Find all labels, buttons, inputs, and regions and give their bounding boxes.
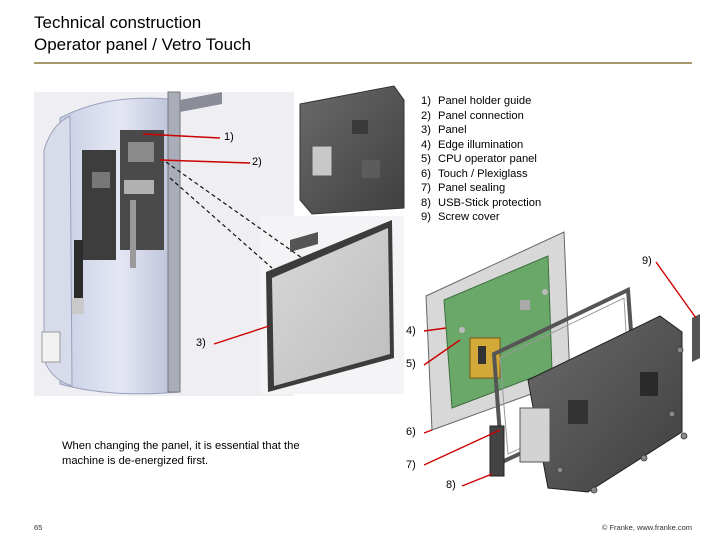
callout-7: 7): [406, 459, 416, 471]
parts-list-number: 8): [421, 196, 431, 209]
callout-4: 4): [406, 325, 416, 337]
parts-list-number: 5): [421, 153, 431, 165]
parts-list-number: 7): [421, 182, 431, 194]
parts-list-label: Panel connection: [438, 109, 524, 122]
parts-list-number: 3): [421, 124, 431, 136]
callout-6: 6): [406, 426, 416, 438]
parts-list-label: CPU operator panel: [438, 153, 537, 165]
page-title: Technical construction Operator panel / …: [34, 12, 251, 56]
callout-1: 1): [224, 131, 234, 143]
exploded-assembly-drawing: [425, 231, 700, 494]
assembly-dashed-lines: [165, 161, 303, 269]
parts-list-item: 4) Edge illumination: [421, 138, 541, 153]
callout-9: 9): [642, 255, 652, 267]
title-line-2: Operator panel / Vetro Touch: [34, 35, 252, 54]
parts-list-label: Touch / Plexiglass: [438, 167, 528, 180]
panel-front-drawing: [260, 216, 404, 394]
copyright-notice: © Franke, www.franke.com: [601, 523, 692, 532]
parts-list-number: 2): [421, 109, 431, 122]
parts-list-label: Panel: [438, 124, 467, 136]
parts-list-number: 9): [421, 211, 431, 223]
parts-list-number: 4): [421, 138, 431, 151]
panel-rear-drawing: [299, 85, 405, 215]
parts-list-number: 1): [421, 95, 431, 107]
callout-3: 3): [196, 337, 206, 349]
parts-list-item: 9) Screw cover: [421, 210, 541, 225]
parts-list-item: 7) Panel sealing: [421, 181, 541, 196]
parts-list-label: Panel sealing: [438, 182, 506, 194]
title-divider: [34, 62, 692, 64]
page-number: 65: [34, 523, 43, 532]
parts-list-item: 2) Panel connection: [421, 109, 541, 124]
callout-5: 5): [406, 358, 416, 370]
parts-list-item: 1) Panel holder guide: [421, 94, 541, 109]
callout-2: 2): [252, 156, 262, 168]
title-line-1: Technical construction: [34, 13, 202, 32]
parts-list-item: 8) USB-Stick protection: [421, 196, 541, 211]
parts-list-item: 6) Touch / Plexiglass: [421, 167, 541, 182]
callout-8: 8): [446, 479, 456, 491]
callout-lines: [142, 133, 697, 487]
parts-list-label: USB-Stick protection: [438, 196, 542, 209]
parts-list-label: Panel holder guide: [438, 95, 532, 107]
parts-list-label: Screw cover: [438, 211, 500, 223]
parts-list-number: 6): [421, 167, 431, 180]
parts-list-label: Edge illumination: [438, 138, 524, 151]
safety-note: When changing the panel, it is essential…: [62, 440, 300, 467]
machine-housing-drawing: [34, 91, 294, 396]
parts-list-item: 3) Panel: [421, 123, 541, 138]
parts-list-item: 5) CPU operator panel: [421, 152, 541, 167]
